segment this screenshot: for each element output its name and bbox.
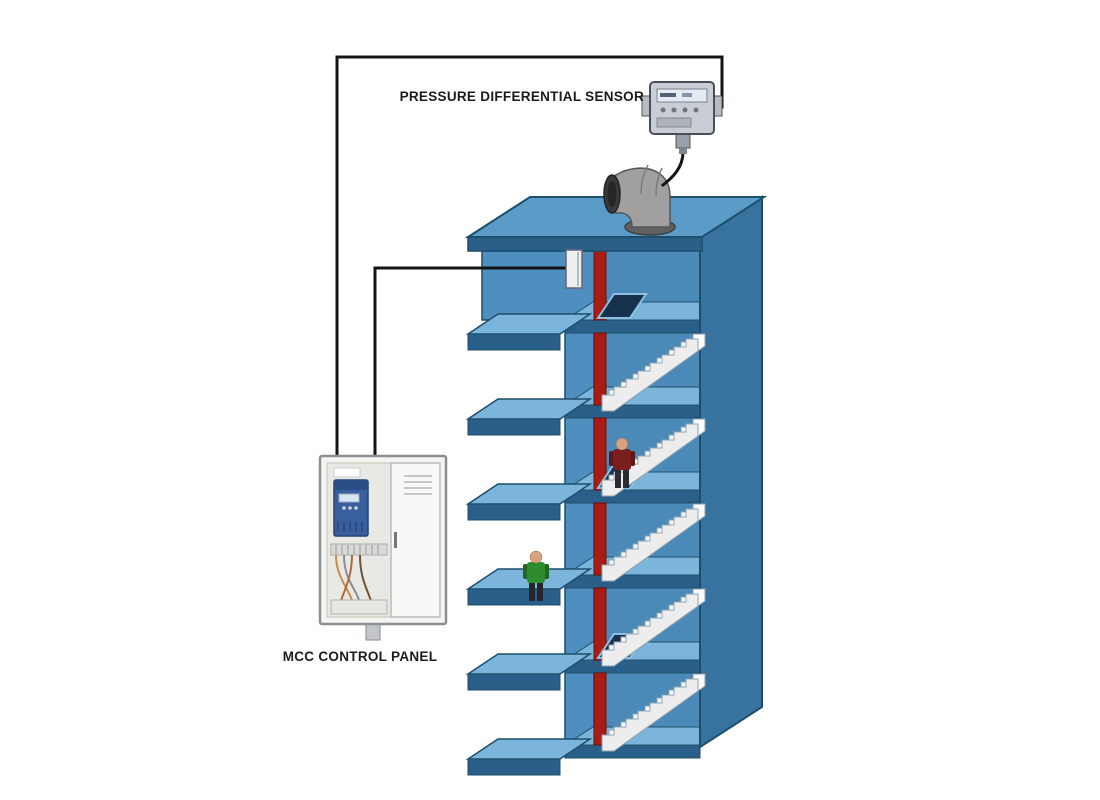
- stair-door: [593, 672, 607, 746]
- roof-edge: [467, 236, 703, 252]
- stair-door: [593, 417, 607, 491]
- sensor-button: [660, 107, 666, 113]
- floor-slab-edge: [564, 319, 701, 334]
- sensor-button: [682, 107, 688, 113]
- panel-sticker: [333, 467, 361, 478]
- mcc-control-panel: [318, 454, 448, 641]
- sensor-mount-tab: [713, 95, 723, 117]
- outer-floor-slabs: [465, 313, 593, 776]
- person-inside: [609, 437, 635, 488]
- sensor-nameplate: [656, 117, 692, 128]
- wire-sensor-to-panel: [335, 55, 724, 460]
- roof: [464, 196, 768, 252]
- stair-doors: [593, 249, 607, 746]
- sensor-display-reading: [682, 93, 692, 97]
- floor-slab-edge: [564, 659, 701, 674]
- wiring: [335, 55, 724, 460]
- floor-slab-edge: [564, 404, 701, 419]
- sensor-button: [693, 107, 699, 113]
- pressure-differential-sensor: [641, 81, 723, 154]
- stair-door: [593, 332, 607, 406]
- duct-opening-inner: [607, 181, 617, 207]
- stair-door: [593, 502, 607, 576]
- terminal-ticks: [335, 545, 379, 554]
- panel-conduit-stub: [365, 623, 381, 641]
- wall-switch-body: [565, 249, 583, 289]
- panel-door-handle: [394, 532, 397, 548]
- floor-slab-edge: [564, 744, 701, 759]
- sensor-conduit: [675, 133, 691, 149]
- outer-slab-edge: [467, 333, 561, 351]
- duct-rib: [640, 164, 649, 195]
- vfd-key: [354, 506, 358, 510]
- pressure-sensor-label: PRESSURE DIFFERENTIAL SENSOR: [400, 89, 644, 104]
- stair-door: [593, 587, 607, 661]
- person-outside: [523, 550, 549, 601]
- sensor-conduit-stub: [679, 148, 687, 154]
- vfd-drive: [333, 479, 369, 537]
- roof-fan-duct: [603, 164, 676, 236]
- outer-slab-edge: [467, 588, 561, 606]
- floor-slab-edge: [564, 574, 701, 589]
- person-legs: [623, 469, 629, 488]
- wall-switch-device: [565, 249, 583, 289]
- roof-top: [464, 196, 768, 238]
- person-arm: [523, 564, 528, 579]
- person-arm: [544, 564, 549, 579]
- person-arm: [609, 451, 614, 466]
- mcc-panel-label: MCC CONTROL PANEL: [283, 649, 438, 664]
- person-torso: [613, 449, 631, 470]
- duct-rib: [655, 167, 663, 197]
- vfd-display: [338, 493, 360, 503]
- person-torso: [527, 562, 545, 583]
- side-wall: [699, 195, 763, 749]
- wire-sensor-to-duct: [660, 150, 685, 188]
- floor-hatch: [596, 293, 648, 319]
- outer-slab-edge: [467, 673, 561, 691]
- vfd-key: [342, 506, 346, 510]
- outer-slab-edge: [467, 503, 561, 521]
- person-legs: [615, 469, 621, 488]
- person-head: [529, 550, 543, 564]
- panel-door: [390, 462, 441, 618]
- person-legs: [537, 582, 543, 601]
- terminal-strip: [330, 543, 388, 556]
- person-head: [615, 437, 629, 451]
- outer-slab-edge: [467, 418, 561, 436]
- sensor-button: [671, 107, 677, 113]
- person-legs: [529, 582, 535, 601]
- outer-slab-edge: [467, 758, 561, 776]
- wiring-duct: [330, 599, 388, 615]
- vfd-top-band: [334, 480, 368, 490]
- sensor-display-reading: [660, 93, 676, 97]
- building: [464, 195, 768, 776]
- floor-slab-edge: [564, 489, 701, 504]
- wire-panel-to-wall-device: [373, 266, 568, 460]
- vfd-key: [348, 506, 352, 510]
- person-arm: [630, 451, 635, 466]
